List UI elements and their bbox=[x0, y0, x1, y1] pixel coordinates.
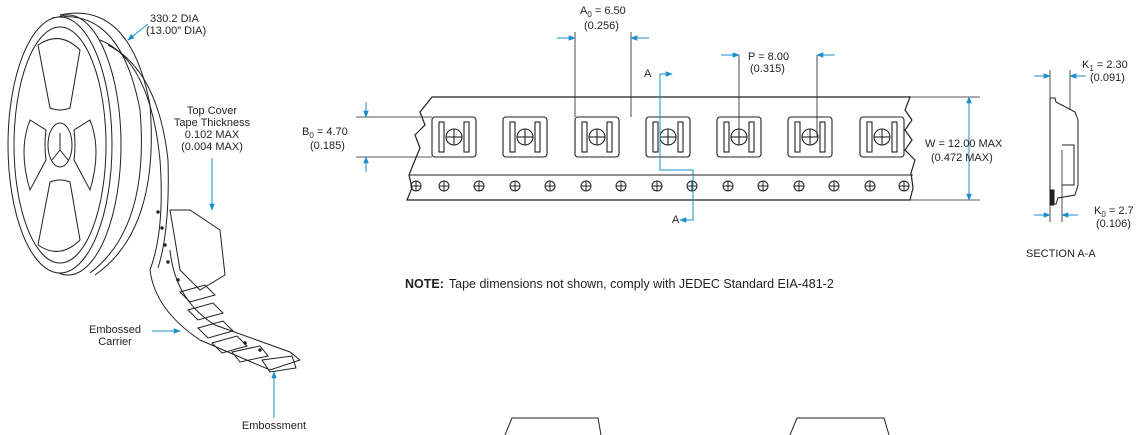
reel-leaders bbox=[127, 23, 277, 418]
w-inch: (0.472 MAX) bbox=[931, 152, 993, 164]
k0-label: K0 = 2.7 bbox=[1094, 205, 1134, 219]
p-inch: (0.315) bbox=[750, 63, 785, 75]
note-text: Tape dimensions not shown, comply with J… bbox=[448, 277, 834, 291]
a0-inch: (0.256) bbox=[584, 20, 619, 32]
b0-label: B0 = 4.70 bbox=[302, 126, 348, 140]
section-dimensions bbox=[1034, 70, 1086, 222]
carrier-label-1: Embossed bbox=[89, 324, 141, 336]
reel-diameter-in: (13.00" DIA) bbox=[146, 25, 206, 37]
note: NOTE: Tape dimensions not shown, comply w… bbox=[405, 277, 834, 291]
sprocket-holes bbox=[410, 180, 910, 192]
cover-thickness-in: (0.004 MAX) bbox=[181, 141, 243, 153]
k1-label: K1 = 2.30 bbox=[1082, 59, 1128, 73]
reel-diameter-mm: 330.2 DIA bbox=[150, 13, 200, 25]
pocket bbox=[859, 116, 905, 158]
pocket bbox=[787, 116, 833, 158]
cover-thickness-mm: 0.102 MAX bbox=[185, 129, 240, 141]
w-label: W = 12.00 MAX bbox=[925, 138, 1003, 150]
p-label: P = 8.00 bbox=[748, 51, 789, 63]
carrier-label-2: Carrier bbox=[98, 336, 132, 348]
section-a-a-profile bbox=[1049, 97, 1079, 206]
pocket bbox=[502, 116, 548, 158]
b0-inch: (0.185) bbox=[310, 140, 345, 152]
section-mark-top: A bbox=[644, 68, 652, 80]
k1-inch: (0.091) bbox=[1090, 72, 1125, 84]
a0-label: A0 = 6.50 bbox=[580, 5, 626, 19]
note-label: NOTE: bbox=[405, 277, 444, 291]
reel bbox=[7, 12, 301, 373]
cover-label-1: Top Cover bbox=[187, 105, 237, 117]
bottom-partial-outlines bbox=[504, 417, 890, 435]
cover-label-2: Tape Thickness bbox=[174, 117, 251, 129]
k0-inch: (0.106) bbox=[1096, 218, 1131, 230]
section-mark-bottom: A bbox=[672, 214, 680, 226]
pocket bbox=[574, 116, 620, 158]
embossment-label: Embossment bbox=[242, 420, 306, 432]
pocket bbox=[431, 116, 477, 158]
tape-dimension-arrows bbox=[363, 35, 972, 223]
tape-dimensions bbox=[356, 32, 980, 201]
section-title: SECTION A-A bbox=[1026, 248, 1096, 260]
